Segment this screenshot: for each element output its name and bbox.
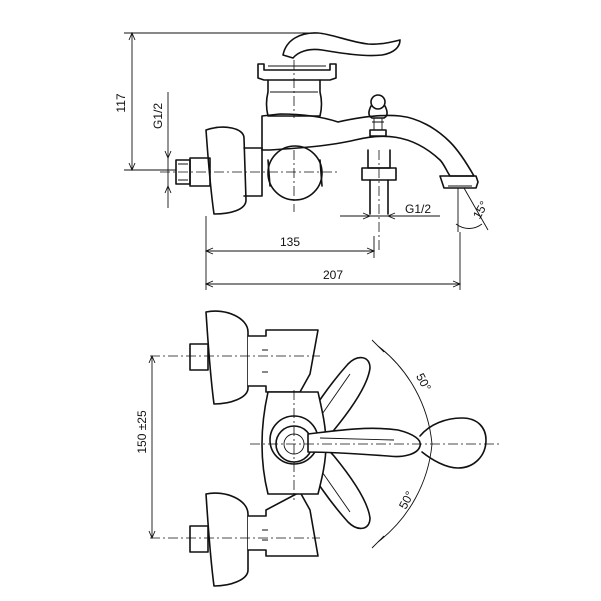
side-wall-flange: [205, 126, 247, 215]
side-inlet-sphere: [267, 145, 323, 201]
dim-150-label: 150 ±25: [135, 410, 149, 454]
side-cartridge-cap: [257, 63, 337, 81]
dim-117-label: 117: [114, 93, 128, 112]
side-diverter-knob: [370, 94, 386, 110]
plan-lower-arm: [247, 491, 319, 557]
side-view: [160, 32, 479, 250]
side-handle-lever: [282, 32, 401, 59]
plan-upper-flange: [205, 310, 249, 405]
plan-upper-arm: [247, 329, 319, 393]
dim-thread-right-label: G1/2: [405, 202, 431, 216]
dim-swing-lower-label: 50°: [396, 489, 417, 512]
dim-207-label: 207: [323, 268, 343, 282]
plan-lever-main: [307, 427, 422, 458]
side-outlet-nut: [361, 167, 397, 181]
dim-angle-15-label: 15°: [470, 198, 491, 221]
side-spout-outlet: [439, 175, 479, 189]
side-spout-body: [261, 113, 475, 177]
dim-swing-upper-label: 50°: [413, 371, 434, 394]
dim-thread-left-label: G1/2: [151, 103, 165, 129]
plan-dimensions: 150 ±25 50° 50°: [135, 339, 434, 549]
plan-spout: [419, 417, 487, 469]
swing-arc: [377, 345, 433, 543]
plan-lower-flange: [205, 492, 249, 587]
dim-135-label: 135: [280, 235, 300, 249]
side-dimensions: 117 G1/2 G1/2 15° 135 207: [114, 31, 491, 290]
plan-view: [150, 310, 500, 587]
